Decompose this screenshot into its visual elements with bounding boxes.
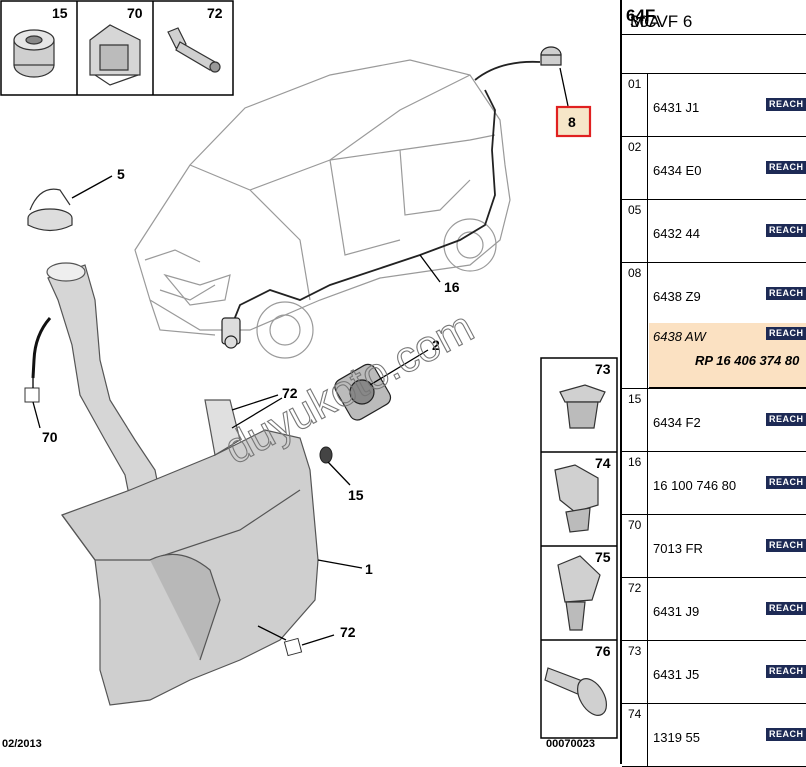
parts-row-reference[interactable]: 6431 J5 (653, 667, 700, 682)
parts-row-number: 01 (622, 74, 648, 136)
reach-badge[interactable]: REACH (766, 327, 806, 340)
alternate-reference[interactable]: 6438 AW (653, 329, 706, 344)
callout-72-top: 72 (282, 385, 298, 401)
part-75-clip-thumbnail (557, 555, 601, 631)
parts-row-reference[interactable]: 6431 J1 (653, 100, 700, 115)
parts-row-number: 15 (622, 389, 648, 451)
part-2-pump (334, 363, 392, 421)
reach-badge[interactable]: REACH (766, 476, 806, 489)
parts-row-number: 73 (622, 641, 648, 703)
part-70-marker (24, 387, 40, 403)
alternate-rp-number: RP 16 406 374 80 (695, 353, 800, 368)
parts-row[interactable]: 05 6432 44 REACH (622, 200, 806, 263)
reach-badge[interactable]: REACH (766, 413, 806, 426)
thumb-label-75: 75 (595, 549, 611, 565)
reach-badge[interactable]: REACH (766, 539, 806, 552)
part-74-clip-thumbnail (554, 464, 599, 533)
footer-date: 02/2013 (2, 738, 42, 750)
van-outline (134, 59, 511, 359)
parts-row-number: 74 (622, 704, 648, 766)
callout-15: 15 (348, 487, 364, 503)
part-72-rivet-thumbnail (167, 27, 221, 73)
callout-8-highlight[interactable]: 8 (555, 67, 592, 138)
callout-2: 2 (432, 337, 440, 353)
parts-row-reference[interactable]: 7013 FR (653, 541, 703, 556)
parts-row-reference[interactable]: 6438 Z9 (653, 289, 701, 304)
callout-8: 8 (568, 114, 576, 130)
washer-hose-line (229, 60, 541, 331)
parts-list-panel: MCVF 6 64F 30A 01 6431 J1 REACH 02 6434 E0 RE… (620, 0, 806, 767)
callout-72-bottom: 72 (340, 624, 356, 640)
part-8-nozzle (540, 46, 562, 66)
header-code-prefix: MCVF 6 (630, 12, 693, 31)
thumbnail-boxes-top (0, 0, 234, 96)
part-1-reservoir-tank (61, 399, 319, 706)
parts-row-reference[interactable]: 6434 F2 (653, 415, 701, 430)
part-73-clip-thumbnail (559, 384, 606, 429)
parts-row-reference[interactable]: 6432 44 (653, 226, 700, 241)
front-connector (221, 317, 241, 349)
thumb-label-73: 73 (595, 361, 611, 377)
reach-badge[interactable]: REACH (766, 287, 806, 300)
parts-row-number: 02 (622, 137, 648, 199)
parts-row[interactable]: 02 6434 E0 REACH (622, 137, 806, 200)
thumb-label-72: 72 (207, 5, 223, 21)
reach-badge[interactable]: REACH (766, 161, 806, 174)
part-15-plug-thumbnail (13, 29, 55, 78)
thumb-label-15: 15 (52, 5, 68, 21)
thumb-label-76: 76 (595, 643, 611, 659)
parts-row-number: 72 (622, 578, 648, 640)
parts-list-header: MCVF 6 64F 30A (622, 0, 806, 35)
reach-badge[interactable]: REACH (766, 98, 806, 111)
callout-1: 1 (365, 561, 373, 577)
callout-16: 16 (444, 279, 460, 295)
parts-row[interactable]: 73 6431 J5 REACH (622, 641, 806, 704)
callout-5: 5 (117, 166, 125, 182)
reach-badge[interactable]: REACH (766, 602, 806, 615)
exploded-parts-diagram: 5 16 2 72 70 15 1 72 8 duyukoto.com (0, 0, 618, 739)
parts-row[interactable]: 74 1319 55 REACH (622, 704, 806, 767)
parts-row-reference[interactable]: 16 100 746 80 (653, 478, 737, 493)
reach-badge[interactable]: REACH (766, 224, 806, 237)
parts-row[interactable]: 70 7013 FR REACH (622, 515, 806, 578)
reach-badge[interactable]: REACH (766, 728, 806, 741)
thumbnail-boxes-side (540, 357, 618, 739)
parts-row-alternate[interactable]: 6438 AW RP 16 406 374 80 REACH (649, 323, 806, 388)
parts-row[interactable]: 72 6431 J9 REACH (622, 578, 806, 641)
part-15-grommet (319, 446, 333, 464)
footer-code: 00070023 (546, 738, 595, 750)
leader-lines (32, 175, 441, 646)
part-72-marker (283, 637, 303, 657)
part-70-hose (31, 317, 52, 379)
filler-neck-pipe (46, 262, 161, 501)
parts-row-number: 16 (622, 452, 648, 514)
parts-row-reference[interactable]: 6431 J9 (653, 604, 700, 619)
part-76-rivet-thumbnail (544, 667, 608, 716)
part-70-clip-thumbnail (89, 24, 141, 86)
callout-70: 70 (42, 429, 58, 445)
header-code-suffix: 30A (630, 12, 661, 31)
parts-row[interactable]: 16 16 100 746 80 REACH (622, 452, 806, 515)
thumb-label-70: 70 (127, 5, 143, 21)
parts-row[interactable]: 01 6431 J1 REACH (622, 74, 806, 137)
parts-row-number: 05 (622, 200, 648, 262)
thumb-label-74: 74 (595, 455, 611, 471)
part-5-filler-cap (27, 188, 73, 232)
parts-row-number: 70 (622, 515, 648, 577)
header-code-bold: 64F (626, 6, 656, 25)
parts-list-blank-row (622, 35, 806, 74)
reach-badge[interactable]: REACH (766, 665, 806, 678)
parts-row[interactable]: 15 6434 F2 REACH (622, 389, 806, 452)
parts-row-reference[interactable]: 6434 E0 (653, 163, 702, 178)
parts-row-reference[interactable]: 1319 55 (653, 730, 700, 745)
parts-row-number: 08 (622, 263, 648, 388)
parts-row[interactable]: 08 6438 Z9 REACH 6438 AW RP 16 406 374 80 REA… (622, 263, 806, 389)
